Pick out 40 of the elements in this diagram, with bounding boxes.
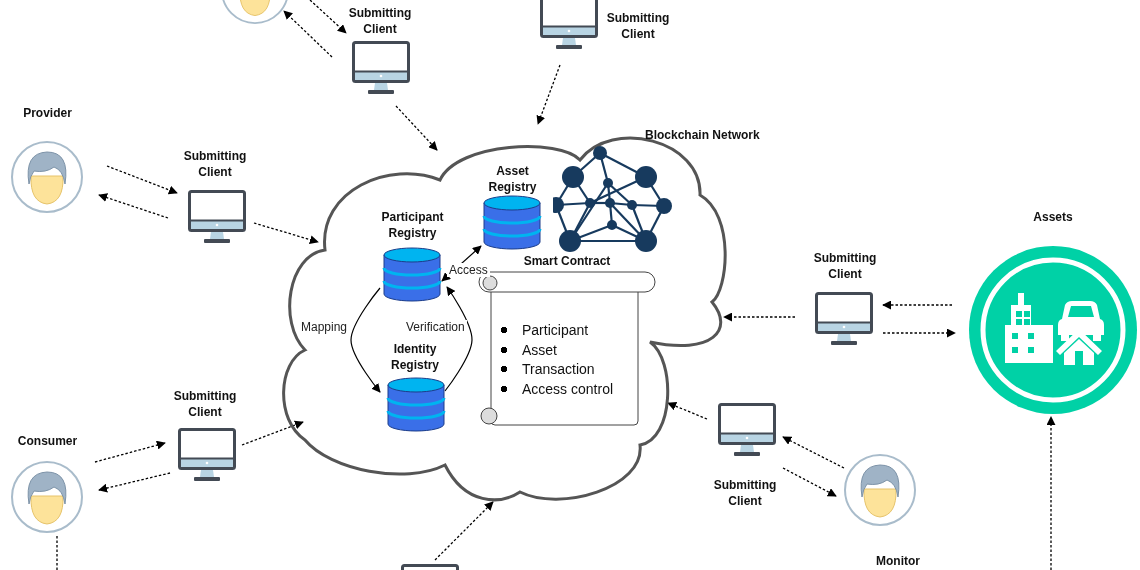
node-label: Submitting Client (172, 388, 238, 420)
dotted-arrow (283, 10, 333, 58)
dotted-arrow (395, 105, 438, 151)
node-label: Identity Registry (390, 341, 440, 373)
dotted-arrow (434, 501, 494, 561)
edge-label: Access (447, 263, 490, 277)
node-label: Provider (22, 105, 73, 121)
edge-label: Mapping (299, 320, 350, 334)
dotted-arrow (241, 420, 304, 446)
dotted-arrow (882, 328, 956, 338)
bullet-item: Participant (500, 321, 589, 339)
node-label: Assets (1032, 209, 1074, 225)
dotted-arrow (723, 312, 796, 322)
network-title: Blockchain Network (645, 127, 761, 143)
dotted-arrow (667, 401, 708, 420)
contract-title: Smart Contract (522, 253, 612, 269)
dotted-line (56, 535, 58, 570)
node-label: Submitting Client (812, 250, 878, 282)
node-label: Submitting Client (605, 10, 671, 42)
node-label: Consumer (16, 433, 79, 449)
node-label: Submitting Client (347, 5, 413, 37)
dotted-arrow (1046, 416, 1056, 570)
dotted-arrow (536, 64, 561, 125)
dotted-arrow (94, 440, 166, 463)
node-label: Submitting Client (182, 148, 248, 180)
dotted-arrow (98, 193, 169, 219)
node-label: Asset Registry (487, 163, 538, 195)
node-label: Submitting Client (712, 477, 778, 509)
arrow (444, 286, 473, 392)
node-label: Monitor (875, 553, 921, 569)
node-label: Participant Registry (380, 209, 445, 241)
dotted-arrow (309, 0, 347, 34)
dotted-arrow (253, 222, 319, 244)
dotted-arrow (882, 300, 953, 310)
dotted-arrow (98, 472, 171, 493)
edge-label: Verification (404, 320, 467, 334)
dotted-arrow (782, 467, 837, 497)
dotted-arrow (782, 436, 845, 469)
arrow (350, 287, 381, 393)
dotted-arrow (106, 165, 178, 195)
